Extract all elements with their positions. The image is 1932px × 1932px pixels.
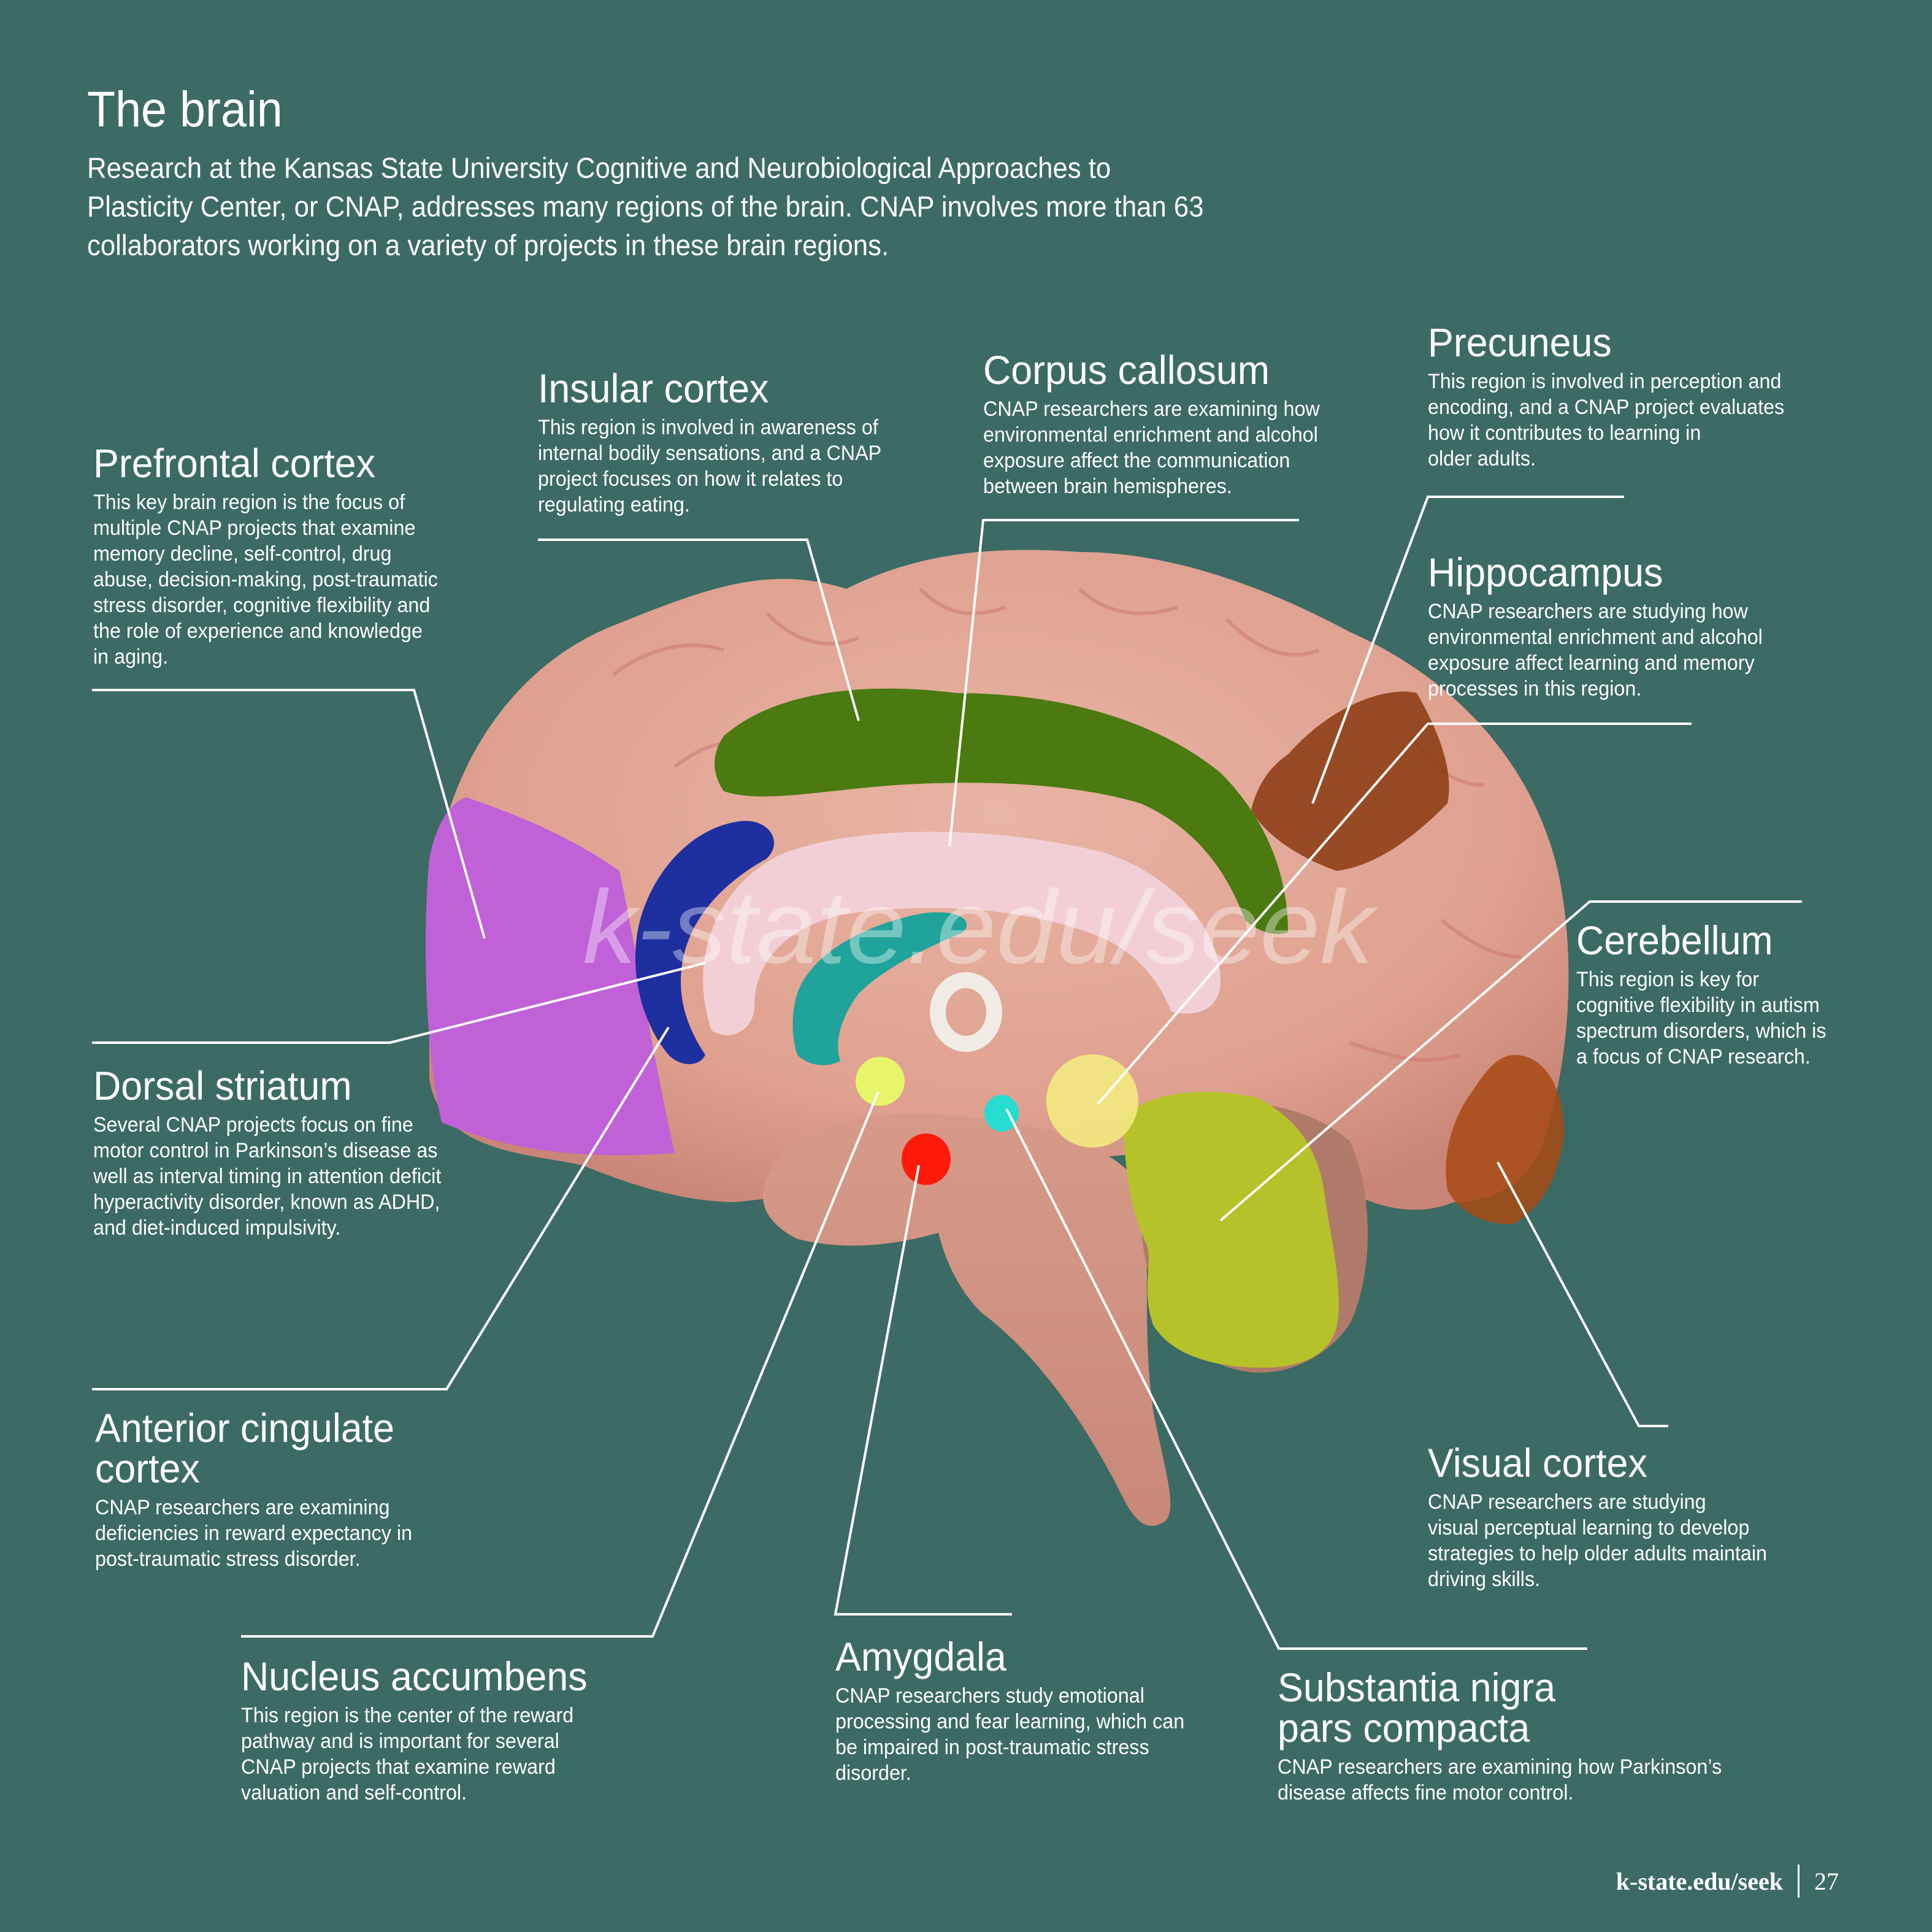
- cerebellum-region: [1122, 1092, 1339, 1368]
- leader-nucleus-accumbens: [241, 1091, 880, 1638]
- region-title: Corpus callosum: [983, 347, 1270, 393]
- insular-cortex-region: [715, 688, 1288, 934]
- visual-cortex-region: [1446, 1055, 1564, 1224]
- region-title: Insular cortex: [538, 366, 769, 411]
- leader-insular: [538, 539, 860, 721]
- callout-amygdala: Amygdala CNAP researchers study emotiona…: [835, 1636, 1203, 1786]
- region-description: CNAP researchers are examining how Parki…: [1278, 1755, 1722, 1804]
- callout-nucleus-accumbens: Nucleus accumbens This region is the cen…: [241, 1656, 605, 1806]
- intro-paragraph: Research at the Kansas State University …: [87, 148, 1371, 264]
- thalamus-ring: [930, 972, 1002, 1052]
- watermark: k-state.edu/seek: [583, 869, 1379, 986]
- region-title: Dorsal striatum: [93, 1063, 352, 1108]
- footer: k-state.edu/seek 27: [1616, 1865, 1839, 1898]
- intro-line: Plasticity Center, or CNAP, addresses ma…: [87, 190, 1204, 223]
- leader-lines: [92, 496, 1802, 1650]
- callout-corpus-callosum: Corpus callosum CNAP researchers are exa…: [983, 350, 1338, 499]
- callout-visual-cortex: Visual cortex CNAP researchers are study…: [1428, 1443, 1785, 1592]
- region-description: This region is involved in perception an…: [1428, 370, 1785, 470]
- region-title: Visual cortex: [1428, 1440, 1647, 1485]
- amygdala-marker: [902, 1133, 951, 1185]
- footer-divider: [1798, 1865, 1800, 1898]
- leader-anterior-cingulate: [92, 1026, 670, 1390]
- leader-corpus-callosum: [948, 519, 1299, 847]
- anterior-cingulate-region: [792, 912, 967, 1065]
- region-title: Nucleus accumbens: [241, 1654, 588, 1699]
- dorsal-striatum-region: [635, 821, 774, 1064]
- precuneus-region: [1251, 691, 1449, 871]
- callout-precuneus: Precuneus This region is involved in per…: [1428, 322, 1803, 472]
- region-title: Amygdala: [835, 1634, 1006, 1679]
- nucleus-accumbens-marker: [856, 1057, 905, 1106]
- page-number: 27: [1814, 1867, 1839, 1895]
- intro-line: Research at the Kansas State University …: [87, 151, 1111, 184]
- leader-cerebellum: [1219, 900, 1802, 1222]
- callout-dorsal-striatum: Dorsal striatum Several CNAP projects fo…: [93, 1065, 459, 1241]
- region-title: Precuneus: [1428, 320, 1612, 365]
- corpus-callosum-region: [703, 832, 1221, 1035]
- region-title: Cerebellum: [1576, 918, 1773, 963]
- callout-insular-cortex: Insular cortex This region is involved i…: [538, 368, 900, 518]
- prefrontal-cortex-region: [426, 797, 675, 1156]
- leader-dorsal-striatum: [92, 962, 706, 1044]
- leader-substantia-nigra: [1005, 1108, 1587, 1650]
- hippocampus-marker: [1046, 1054, 1138, 1148]
- intro-line: collaborators working on a variety of pr…: [87, 229, 889, 261]
- callout-hippocampus: Hippocampus CNAP researchers are studyin…: [1428, 552, 1781, 702]
- callout-prefrontal-cortex: Prefrontal cortex This key brain region …: [93, 443, 456, 670]
- leader-prefrontal: [92, 689, 486, 939]
- leader-precuneus: [1311, 496, 1624, 804]
- substantia-nigra-marker: [984, 1095, 1019, 1132]
- leader-visual-cortex: [1497, 1162, 1668, 1427]
- page-title: The brain: [87, 82, 283, 137]
- leader-amygdala: [834, 1165, 1012, 1616]
- region-title: Hippocampus: [1428, 550, 1663, 595]
- region-title: Prefrontal cortex: [93, 440, 376, 486]
- footer-url[interactable]: k-state.edu/seek: [1616, 1867, 1783, 1895]
- brainstem: [762, 1113, 1171, 1526]
- leader-hippocampus: [1097, 723, 1692, 1105]
